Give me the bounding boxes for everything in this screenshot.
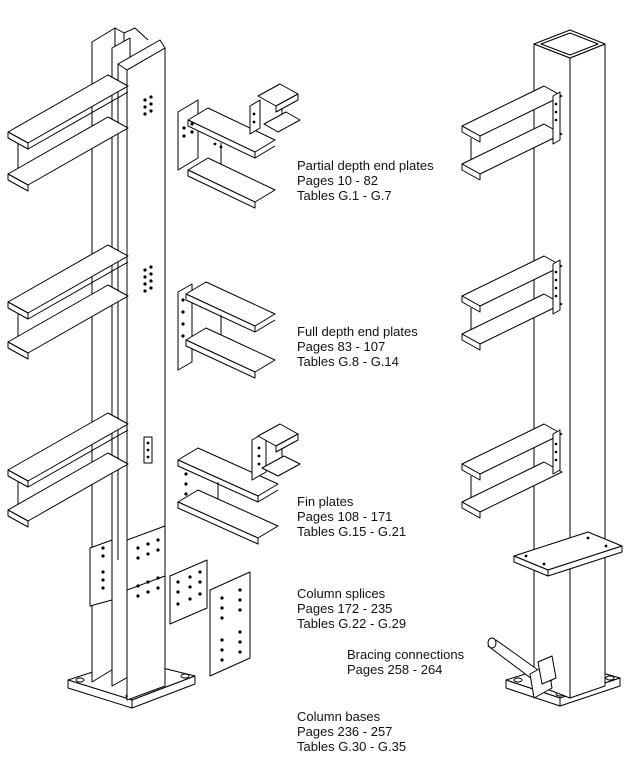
full-title: Full depth end plates [297,324,418,339]
beam-bottom [7,412,129,528]
bases-title: Column bases [297,709,381,724]
label-bracing-connections: Bracing connections Pages 258 - 264 [347,647,464,677]
fin-title: Fin plates [297,494,354,509]
column-front-flange [126,47,166,701]
bases-pages: Pages 236 - 257 [297,724,393,739]
partial-depth-end-plate-detail [177,99,276,209]
bases-tables: Tables G.30 - G.35 [297,739,407,754]
hollow-beam-bottom [461,423,563,519]
fin-plate-inset [251,423,301,481]
flange-bolt-group-top [143,95,153,116]
flange-bolt-group-middle [143,265,153,293]
partial-title: Partial depth end plates [297,158,434,173]
splice-title: Column splices [297,586,386,601]
splice-cover-plate-small [169,559,208,625]
label-partial-depth-end-plates: Partial depth end plates Pages 10 - 82 T… [297,158,434,203]
label-full-depth-end-plates: Full depth end plates Pages 83 - 107 Tab… [297,324,418,369]
label-fin-plates: Fin plates Pages 108 - 171 Tables G.15 -… [297,494,406,539]
splice-web-plate [89,539,113,607]
fin-plate-slot [143,436,153,464]
full-depth-end-plate-detail [177,281,276,379]
splice-pages: Pages 172 - 235 [297,601,393,616]
hollow-beam-top [461,85,563,181]
label-column-splices: Column splices Pages 172 - 235 Tables G.… [297,586,406,631]
partial-depth-end-plate-inset [249,83,301,135]
hollow-beam-middle [461,255,563,351]
i-section-column [7,27,196,709]
partial-pages: Pages 10 - 82 [297,173,378,188]
full-tables: Tables G.8 - G.14 [297,354,399,369]
fin-plate-detail [177,447,279,545]
beam-middle [7,244,129,360]
bracing-pages: Pages 258 - 264 [347,662,443,677]
bracing-title: Bracing connections [347,647,465,662]
hollow-section-column [461,29,623,707]
fin-tables: Tables G.15 - G.21 [297,524,407,539]
full-pages: Pages 83 - 107 [297,339,386,354]
fin-pages: Pages 108 - 171 [297,509,393,524]
splice-tables: Tables G.22 - G.29 [297,616,407,631]
beam-top [7,74,129,192]
partial-tables: Tables G.1 - G.7 [297,188,392,203]
splice-flange-bolts [136,538,160,598]
label-column-bases: Column bases Pages 236 - 257 Tables G.30… [297,709,406,754]
splice-cover-plate-large [209,571,251,677]
bracing-member [487,637,557,699]
